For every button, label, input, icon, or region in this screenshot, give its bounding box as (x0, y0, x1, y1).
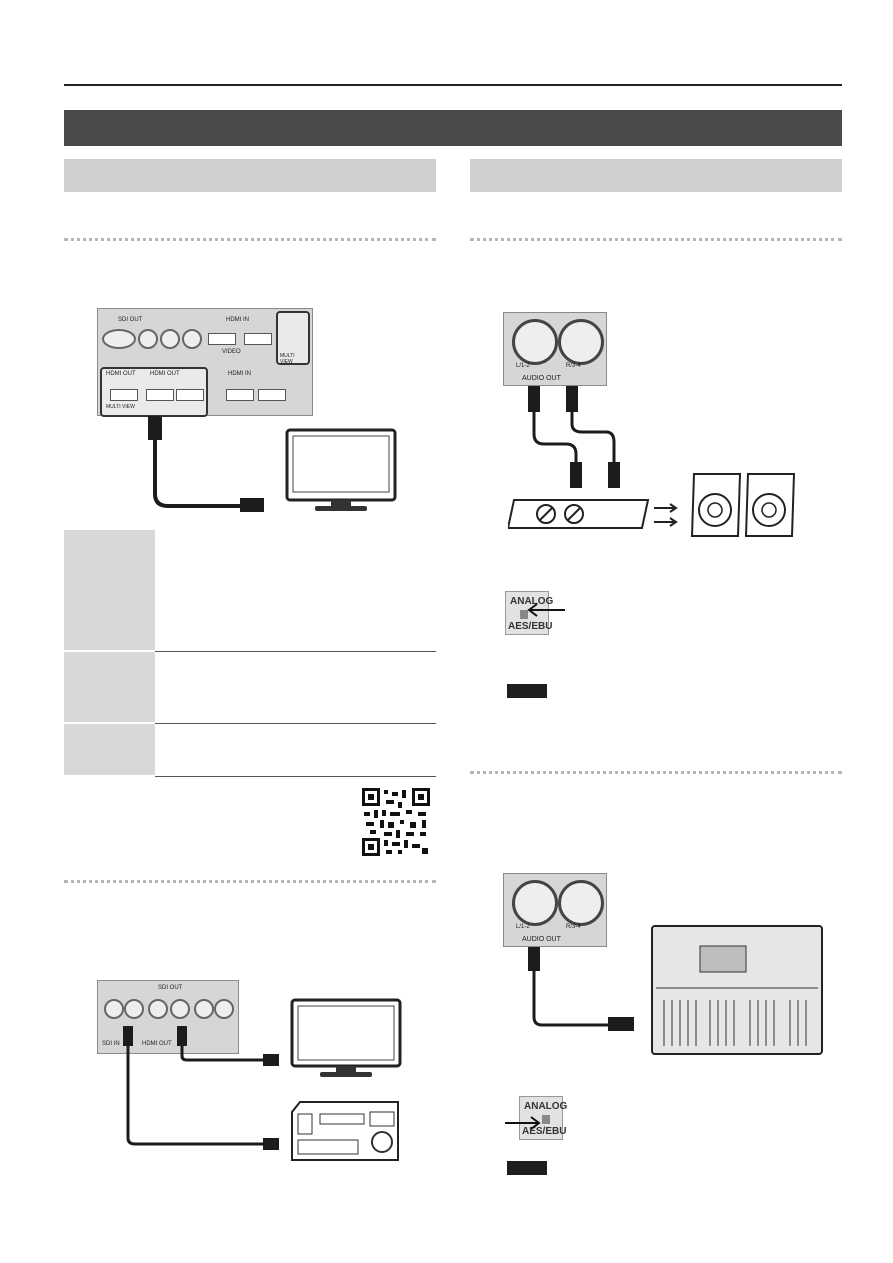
header-rule (64, 84, 842, 86)
sdi-cables (123, 1026, 279, 1150)
audio-out-panel: L/1-2 R/3-4 AUDIO OUT (503, 873, 607, 947)
hdmi-in-port (226, 389, 254, 401)
note-tag (507, 1161, 547, 1175)
table-row-cell (155, 651, 436, 724)
xlr-cables (528, 386, 620, 488)
arrow-left-icon (527, 603, 565, 617)
monitor-icon (290, 998, 402, 1077)
xlr-left-connector (512, 319, 558, 365)
multiview-hdmi-out-highlight: MULTI VIEW (276, 311, 310, 365)
bnc-port (170, 999, 190, 1019)
monitor-icon (285, 428, 397, 511)
qr-code (362, 788, 430, 856)
video-section-header (64, 159, 436, 192)
hdmi-out-port (110, 389, 138, 401)
hdmi-in-label: HDMI IN (226, 317, 249, 323)
xlr-right-connector (558, 319, 604, 365)
hdmi-out-port (146, 389, 174, 401)
table-row-header (64, 530, 155, 652)
hdmi-in-port (258, 389, 286, 401)
video-label: VIDEO (222, 349, 241, 355)
audio-section-header (470, 159, 842, 192)
sdi-out-label: SDI OUT (118, 317, 143, 323)
bnc-port (214, 999, 234, 1019)
hdmi-out-port (176, 389, 204, 401)
bnc-port (182, 329, 202, 349)
note-tag (507, 684, 547, 698)
switch-knob (520, 610, 528, 619)
analog-aes-switch: ANALOG AES/EBU (519, 1096, 567, 1140)
arrow-right-icon (505, 1116, 541, 1130)
analog-aes-switch: ANALOG AES/EBU (505, 591, 553, 635)
table-row-cell (155, 723, 436, 777)
hdmi-spec-table (64, 530, 436, 777)
table-row-cell (155, 530, 436, 652)
bnc-port (104, 999, 124, 1019)
bnc-port (124, 999, 144, 1019)
power-amplifier-icon (508, 499, 678, 529)
bnc-port (102, 329, 136, 349)
divider-aes-audio (470, 771, 842, 774)
table-row-header (64, 723, 155, 777)
bnc-port (194, 999, 214, 1019)
bnc-port (160, 329, 180, 349)
audio-out-panel: L/1-2 R/3-4 AUDIO OUT (503, 312, 607, 386)
rear-panel-sdi-figure: SDI OUT SDI IN HDMI OUT (97, 980, 239, 1054)
hdmi-cable-to-monitor (148, 416, 264, 512)
hdmi-in-port (208, 333, 236, 345)
divider-hdmi (64, 238, 436, 241)
table-row-header (64, 651, 155, 724)
video-recorder-icon (291, 1101, 399, 1161)
divider-sdi (64, 880, 436, 883)
bnc-port (138, 329, 158, 349)
hdmi-in-port (244, 333, 272, 345)
rear-panel-hdmi-figure: SDI OUT HDMI IN VIDEO MULTI VIEW HDMI OU… (97, 308, 313, 417)
bnc-port (148, 999, 168, 1019)
audio-mixer-icon (651, 925, 823, 1055)
switch-knob (542, 1115, 550, 1124)
xlr-right-connector (558, 880, 604, 926)
audio-out-label: AUDIO OUT (522, 375, 561, 382)
section-title-bar (64, 110, 842, 146)
hdmi-out-group-highlight: HDMI OUT HDMI OUT MULTI VIEW (100, 367, 208, 417)
xlr-cable-to-mixer (528, 947, 634, 1031)
speakers-icon (690, 473, 796, 537)
xlr-left-connector (512, 880, 558, 926)
divider-analog-audio (470, 238, 842, 241)
